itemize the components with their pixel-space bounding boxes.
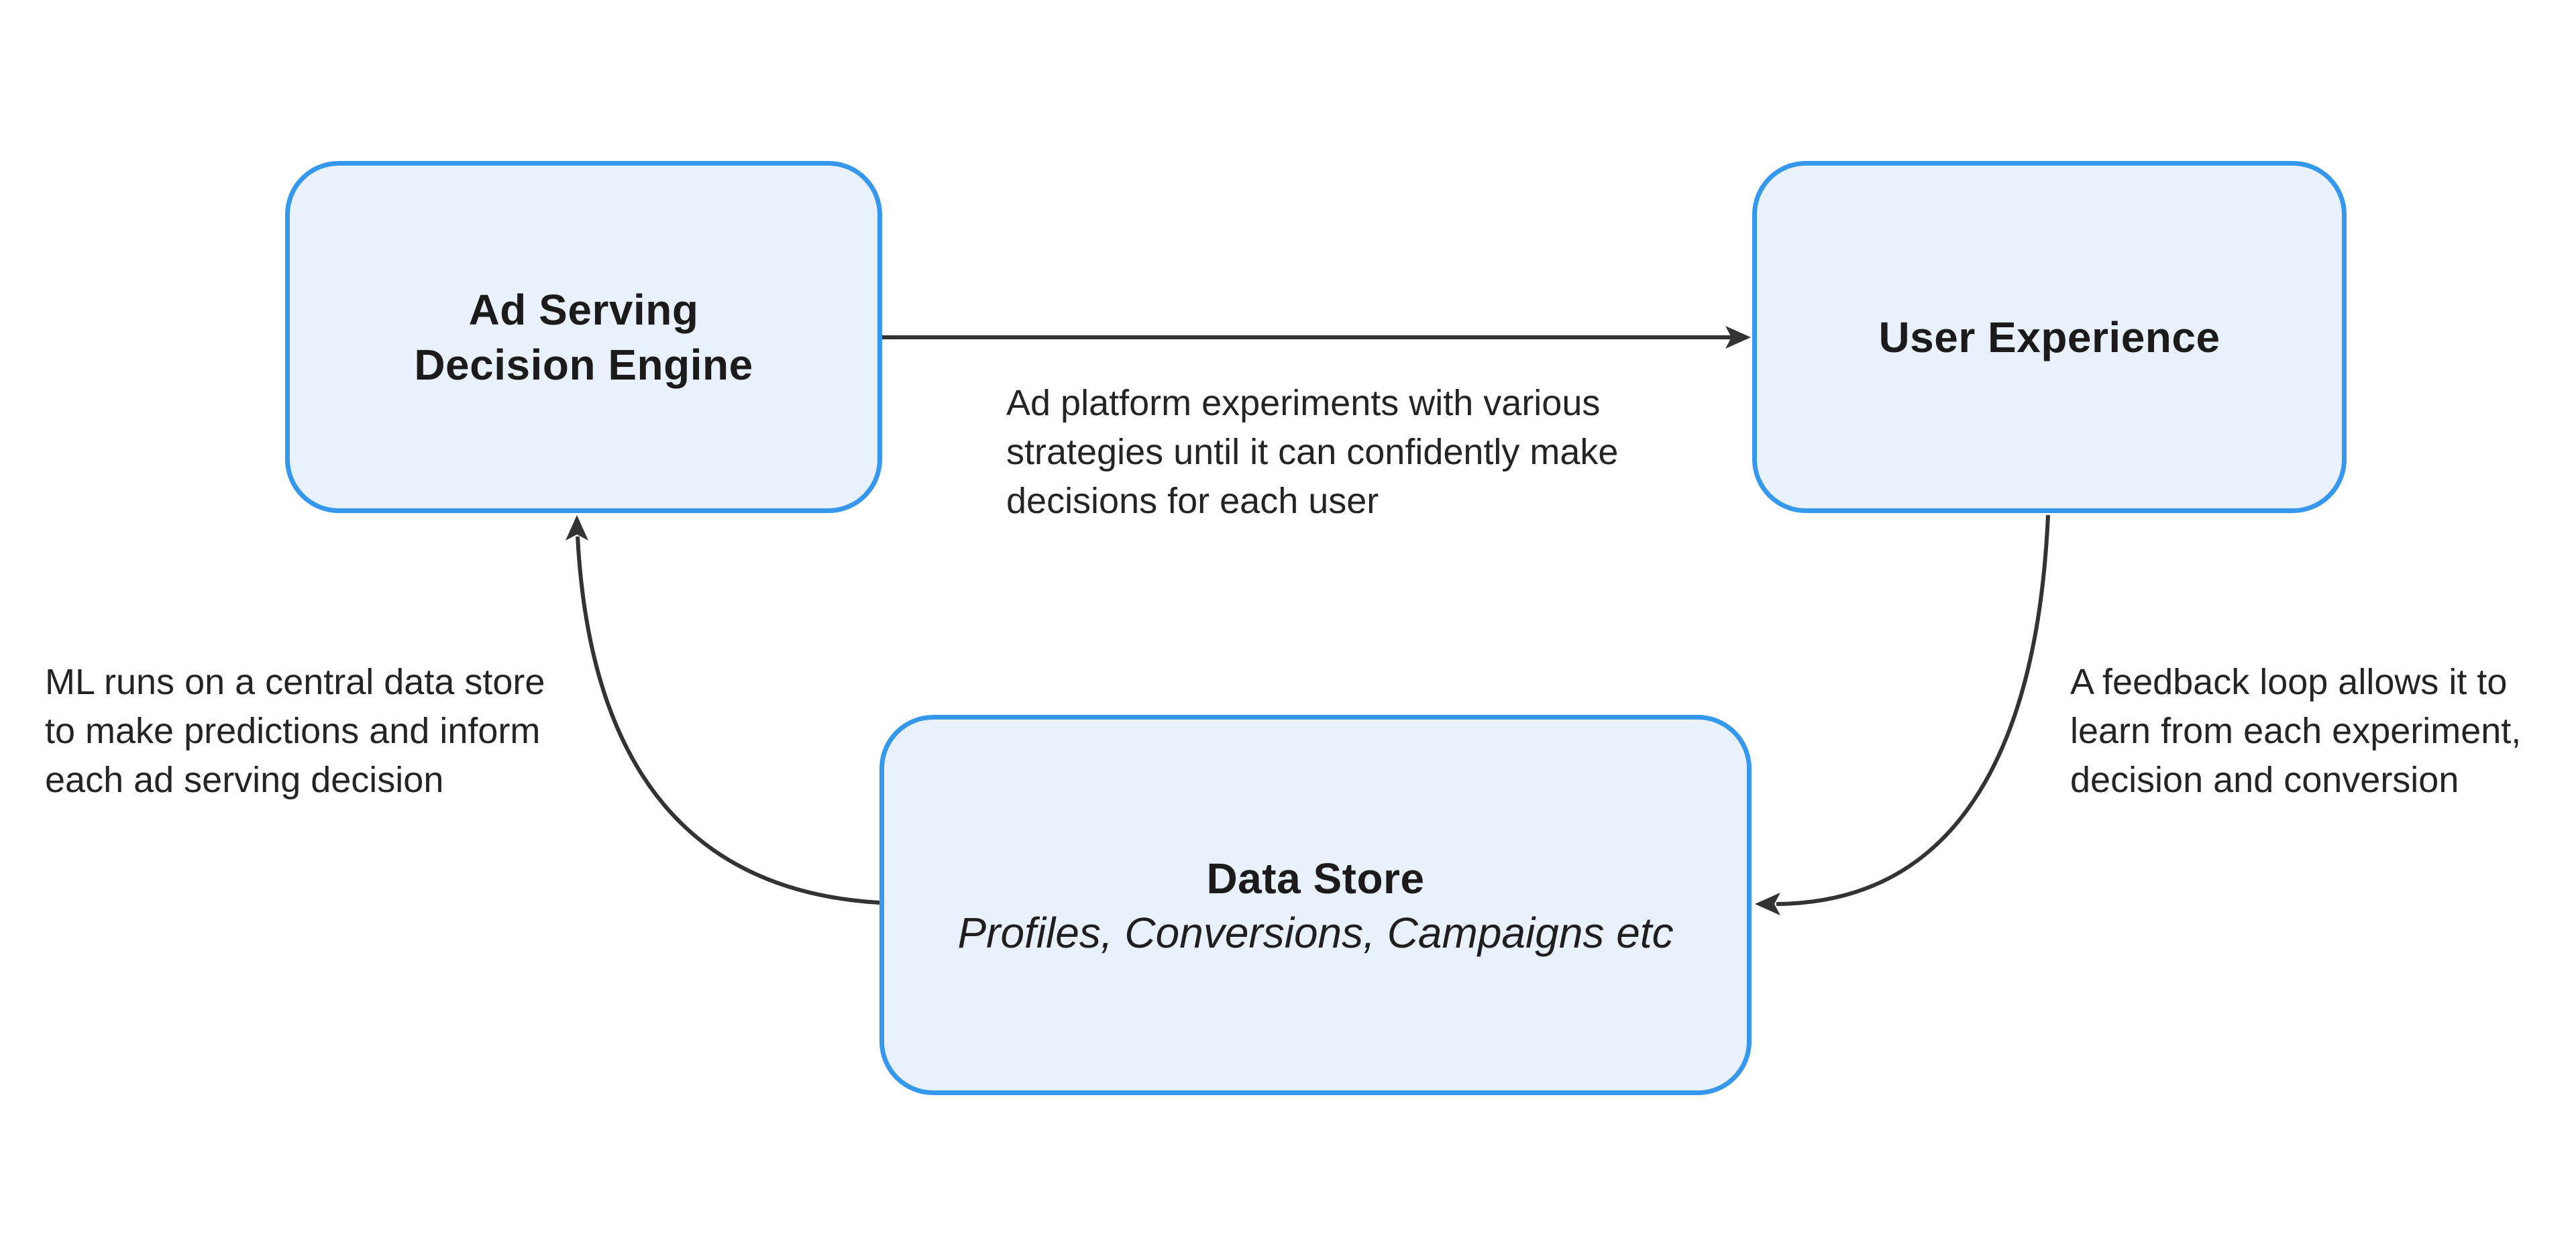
annotation-experiments: Ad platform experiments with various str… — [1006, 383, 1619, 521]
node-ad-serving-decision-engine: Ad Serving Decision Engine — [285, 161, 882, 513]
node-data-store: Data Store Profiles, Conversions, Campai… — [879, 715, 1752, 1095]
node-user-experience: User Experience — [1752, 161, 2347, 513]
arrow-user-experience-to-data-store — [1776, 514, 2050, 906]
arrow-data-store-to-ad-serving — [576, 536, 880, 905]
node-label-ad-serving-decision-engine: Ad Serving Decision Engine — [414, 285, 753, 389]
arrowhead-right-icon — [1725, 326, 1751, 349]
node-subtitle-data-store: Profiles, Conversions, Campaigns etc — [957, 908, 1674, 957]
annotation-ml-predictions: ML runs on a central data store to make … — [45, 662, 545, 800]
arrowhead-left-icon — [1755, 893, 1780, 915]
arrowhead-up-icon — [566, 515, 588, 541]
node-label-user-experience: User Experience — [1878, 313, 2220, 361]
annotation-feedback-loop: A feedback loop allows it to learn from … — [2070, 662, 2522, 800]
node-label-data-store: Data Store — [1206, 854, 1425, 903]
